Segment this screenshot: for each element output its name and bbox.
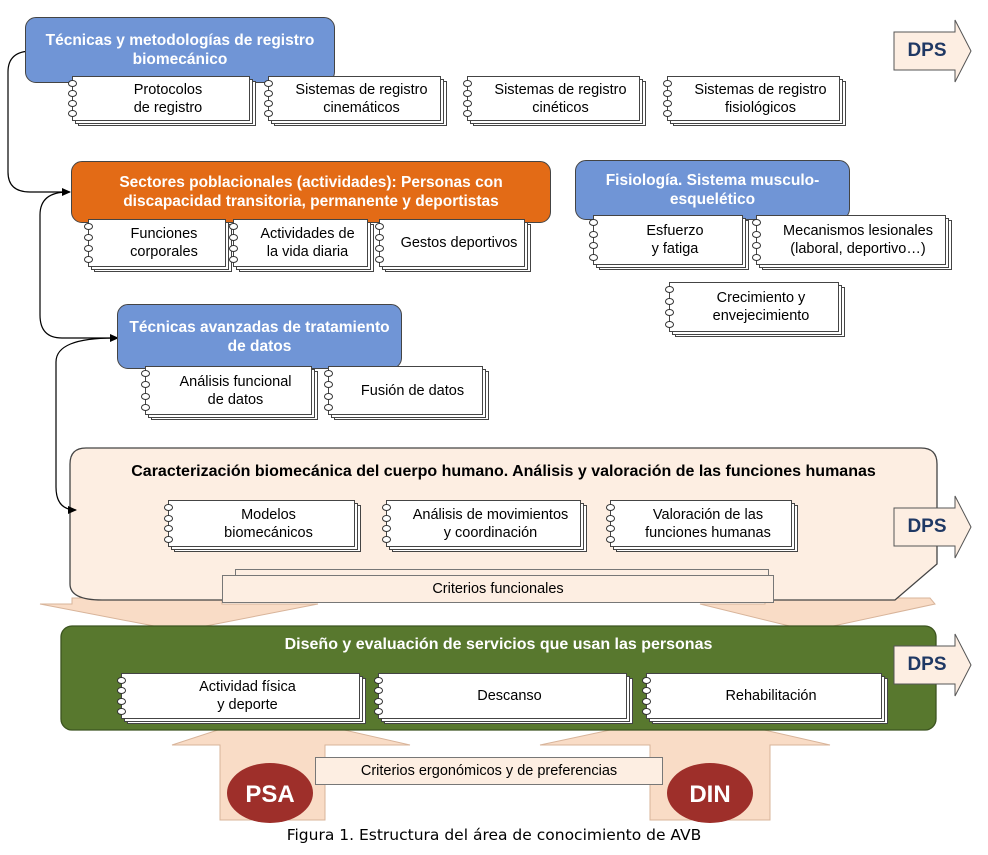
- spiral-binding-icon: [324, 368, 336, 413]
- item-movimientos: Análisis de movimientos y coordinación: [382, 500, 587, 552]
- criterios-ergonomicos: Criterios ergonómicos y de preferencias: [315, 757, 663, 785]
- item-actividad-fisica-text: Actividad física y deporte: [121, 673, 360, 719]
- item-mecanismos: Mecanismos lesionales (laboral, deportiv…: [752, 215, 952, 270]
- spiral-binding-icon: [752, 217, 764, 263]
- item-cinematicos: Sistemas de registro cinemáticos: [264, 76, 447, 126]
- dps-arrow-bottom: DPS: [893, 633, 973, 697]
- spiral-binding-icon: [68, 78, 80, 119]
- item-fisiologicos-text: Sistemas de registro fisiológicos: [667, 76, 840, 121]
- spiral-binding-icon: [374, 675, 386, 717]
- figure-caption: Figura 1. Estructura del área de conocim…: [286, 826, 702, 844]
- spiral-binding-icon: [375, 221, 387, 265]
- spiral-binding-icon: [264, 78, 276, 119]
- spiral-binding-icon: [663, 78, 675, 119]
- item-funciones: Funciones corporales: [84, 219, 232, 272]
- item-actividades-text: Actividades de la vida diaria: [233, 219, 368, 267]
- psa-label: PSA: [245, 781, 294, 808]
- connector-avanzadas-caracterizacion: [55, 337, 115, 514]
- item-fusion: Fusión de datos: [324, 366, 489, 420]
- item-fisiologicos: Sistemas de registro fisiológicos: [663, 76, 846, 126]
- item-protocolos: Protocolos de registro: [68, 76, 256, 126]
- dps-label: DPS: [907, 516, 947, 537]
- item-rehabilitacion-text: Rehabilitación: [646, 673, 882, 719]
- item-mecanismos-text: Mecanismos lesionales (laboral, deportiv…: [756, 215, 946, 265]
- spiral-binding-icon: [463, 78, 475, 119]
- fisiologia-header: Fisiología. Sistema musculo-esquelético: [575, 160, 850, 220]
- item-modelos-text: Modelos biomecánicos: [168, 500, 355, 547]
- tecnicas-avanzadas-header: Técnicas avanzadas de tratamiento de dat…: [117, 304, 402, 369]
- item-cineticos-text: Sistemas de registro cinéticos: [467, 76, 640, 121]
- item-valoracion: Valoración de las funciones humanas: [606, 500, 798, 552]
- item-gestos: Gestos deportivos: [375, 219, 531, 272]
- spiral-binding-icon: [141, 368, 153, 413]
- item-valoracion-text: Valoración de las funciones humanas: [610, 500, 792, 547]
- spiral-binding-icon: [117, 675, 129, 717]
- arrow-right-icon: [893, 633, 972, 697]
- sectores-header: Sectores poblacionales (actividades): Pe…: [71, 161, 551, 223]
- arrow-right-icon: [893, 495, 972, 559]
- dps-arrow-top: DPS: [893, 19, 973, 83]
- item-actividad-fisica: Actividad física y deporte: [117, 673, 366, 724]
- spiral-binding-icon: [589, 217, 601, 263]
- item-gestos-text: Gestos deportivos: [379, 219, 525, 267]
- item-esfuerzo-text: Esfuerzo y fatiga: [593, 215, 743, 265]
- item-protocolos-text: Protocolos de registro: [72, 76, 250, 121]
- item-cinematicos-text: Sistemas de registro cinemáticos: [268, 76, 441, 121]
- spiral-binding-icon: [84, 221, 96, 265]
- connector-sectores-avanzadas: [39, 191, 119, 342]
- item-funciones-text: Funciones corporales: [88, 219, 226, 267]
- dps-label: DPS: [907, 40, 947, 61]
- spiral-binding-icon: [229, 221, 241, 265]
- din-ellipse: [667, 763, 753, 823]
- connector-registro-sectores: [7, 50, 71, 196]
- item-actividades: Actividades de la vida diaria: [229, 219, 374, 272]
- item-descanso: Descanso: [374, 673, 633, 724]
- item-movimientos-text: Análisis de movimientos y coordinación: [386, 500, 581, 547]
- item-rehabilitacion: Rehabilitación: [642, 673, 888, 724]
- spiral-binding-icon: [665, 284, 677, 330]
- item-analisis-funcional: Análisis funcional de datos: [141, 366, 318, 420]
- item-fusion-text: Fusión de datos: [328, 366, 483, 415]
- spiral-binding-icon: [164, 502, 176, 545]
- item-descanso-text: Descanso: [378, 673, 627, 719]
- dps-label: DPS: [907, 654, 947, 675]
- diseno-title: Diseño y evaluación de servicios que usa…: [284, 636, 713, 653]
- item-modelos: Modelos biomecánicos: [164, 500, 361, 552]
- dps-arrow-middle: DPS: [893, 495, 973, 559]
- item-analisis-funcional-text: Análisis funcional de datos: [145, 366, 312, 415]
- item-esfuerzo: Esfuerzo y fatiga: [589, 215, 749, 270]
- din-label: DIN: [689, 781, 730, 808]
- item-cineticos: Sistemas de registro cinéticos: [463, 76, 646, 126]
- arrow-right-icon: [893, 19, 972, 83]
- item-crecimiento-text: Crecimiento y envejecimiento: [669, 282, 839, 332]
- spiral-binding-icon: [642, 675, 654, 717]
- caracterizacion-title: Caracterización biomecánica del cuerpo h…: [131, 463, 876, 480]
- spiral-binding-icon: [382, 502, 394, 545]
- criterios-funcionales: Criterios funcionales: [222, 575, 774, 603]
- item-crecimiento: Crecimiento y envejecimiento: [665, 282, 845, 337]
- spiral-binding-icon: [606, 502, 618, 545]
- tecnicas-registro-header: Técnicas y metodologías de registro biom…: [25, 17, 335, 83]
- psa-ellipse: [227, 763, 313, 823]
